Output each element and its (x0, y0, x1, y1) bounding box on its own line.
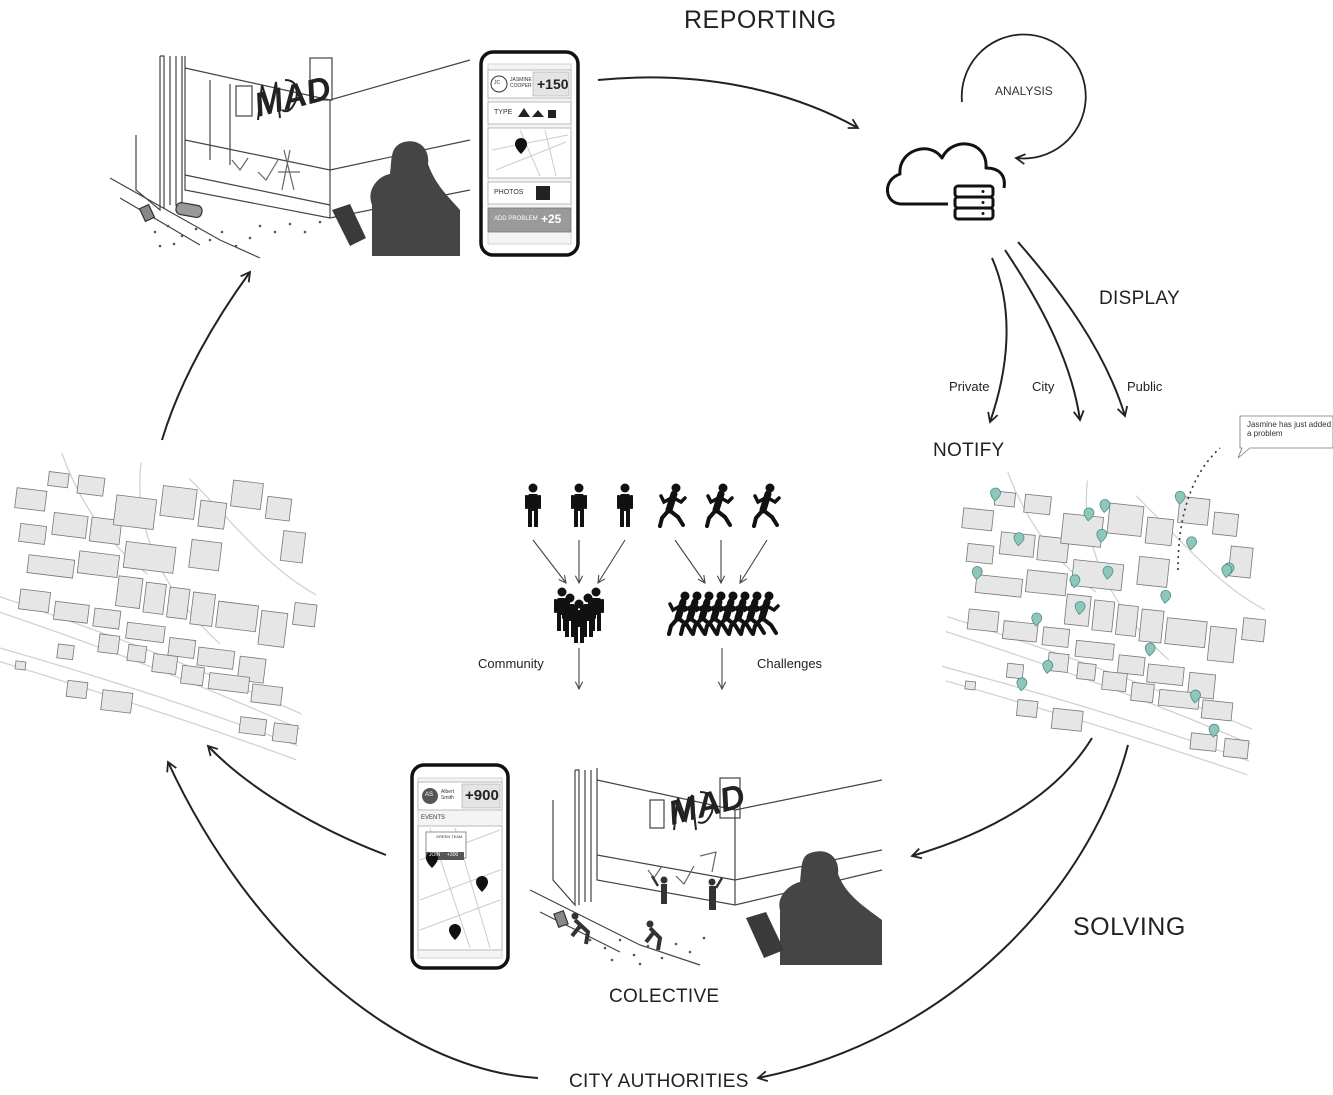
map-marker-icon (1016, 677, 1028, 692)
map-marker-icon (1069, 574, 1081, 589)
volunteer-figures (570, 875, 724, 951)
solver-initials: AS (425, 792, 434, 798)
reporting-street-scene (109, 55, 471, 259)
cloud-server-icon (886, 142, 1006, 221)
reporter-points: +150 (537, 76, 569, 92)
channel-public-label: Public (1127, 379, 1163, 394)
display-label: DISPLAY (1099, 288, 1180, 309)
community-label: Community (478, 656, 544, 671)
arrow-display-private (987, 257, 1008, 424)
solver-name-line-1: Albert (441, 789, 455, 795)
colective-label: COLECTIVE (609, 986, 720, 1007)
challenges-label: Challenges (757, 656, 823, 671)
map-marker-icon (1096, 528, 1108, 543)
analysis-loop (960, 33, 1087, 165)
map-marker-icon (1099, 499, 1111, 514)
arrow-display-public (1017, 241, 1129, 418)
notification-line-2: a problem (1247, 429, 1283, 438)
viewer-phone-hand (746, 912, 784, 958)
reporting-label: REPORTING (684, 6, 837, 34)
viewer-silhouette (779, 851, 882, 965)
map-marker-icon (1174, 490, 1186, 505)
challenge-crowd-icon (669, 592, 778, 635)
group-arrows (532, 539, 768, 689)
city-authorities-label: CITY AUTHORITIES (569, 1071, 749, 1092)
map-marker-icon (1083, 507, 1095, 522)
arrow-map-to-report (161, 270, 252, 441)
notification-line-1: Jasmine has just added (1247, 420, 1332, 429)
reporter-initials: JC (494, 80, 501, 86)
solver-name: Albert Smith (441, 789, 454, 801)
map-marker-icon (1042, 660, 1054, 674)
solving-label: SOLVING (1073, 913, 1186, 941)
join-points: +300 (447, 852, 459, 858)
reporter-type-label: TYPE (494, 109, 513, 116)
reporter-name-line-2: COOPER (510, 83, 532, 89)
arrow-map-to-collective (910, 737, 1093, 860)
events-label: EVENTS (421, 815, 446, 821)
reporter-silhouette (370, 141, 460, 256)
map-marker-icon (1208, 723, 1220, 738)
community-individuals (525, 483, 633, 527)
arrow-display-city (1004, 249, 1085, 422)
join-button: JOIN (429, 852, 441, 858)
map-marker-icon (1074, 601, 1086, 615)
solver-phone (410, 763, 510, 970)
reporter-phone (479, 50, 580, 257)
reporter-photos-label: PHOTOS (494, 189, 524, 196)
map-marker-icon (1144, 642, 1156, 657)
add-problem-button: ADD PROBLEM (494, 216, 538, 222)
reporter-name: JASMINE COOPER (510, 77, 532, 89)
city-map-left (0, 452, 318, 761)
collective-street-scene (529, 768, 883, 966)
map-marker-icon (1160, 589, 1172, 604)
map-marker-icon (1013, 532, 1025, 547)
reporter-name-line-1: JASMINE (510, 77, 532, 83)
solver-name-line-2: Smith (441, 795, 454, 801)
arrow-collective-to-map (206, 744, 387, 856)
arrow-map-to-authorities (756, 744, 1129, 1083)
notification-bubble (1177, 415, 1333, 571)
channel-private-label: Private (949, 379, 990, 394)
cycle-arrows (161, 76, 1129, 1083)
notification-text: Jasmine has just added a problem (1247, 420, 1331, 438)
channel-city-label: City (1032, 379, 1055, 394)
analysis-label: ANALYSIS (995, 84, 1053, 98)
map-marker-icon (1031, 612, 1043, 627)
add-problem-points: +25 (541, 212, 562, 226)
challenge-individuals (660, 484, 779, 527)
map-marker-icon (1186, 536, 1197, 551)
notify-label: NOTIFY (933, 440, 1005, 461)
map-marker-icon (1102, 565, 1114, 580)
map-marker-icon (1190, 689, 1201, 704)
map-marker-icon (1221, 564, 1233, 579)
arrow-report-to-cloud (597, 76, 860, 129)
event-team: GREEN TEAM (436, 834, 463, 839)
map-marker-icon (990, 487, 1001, 502)
city-map-right (941, 471, 1267, 776)
reporter-phone-hand (332, 204, 366, 246)
community-crowd-icon (554, 587, 604, 643)
solver-points: +900 (465, 787, 499, 804)
arrow-authorities-to-map (166, 760, 539, 1079)
map-marker-icon (971, 566, 983, 581)
